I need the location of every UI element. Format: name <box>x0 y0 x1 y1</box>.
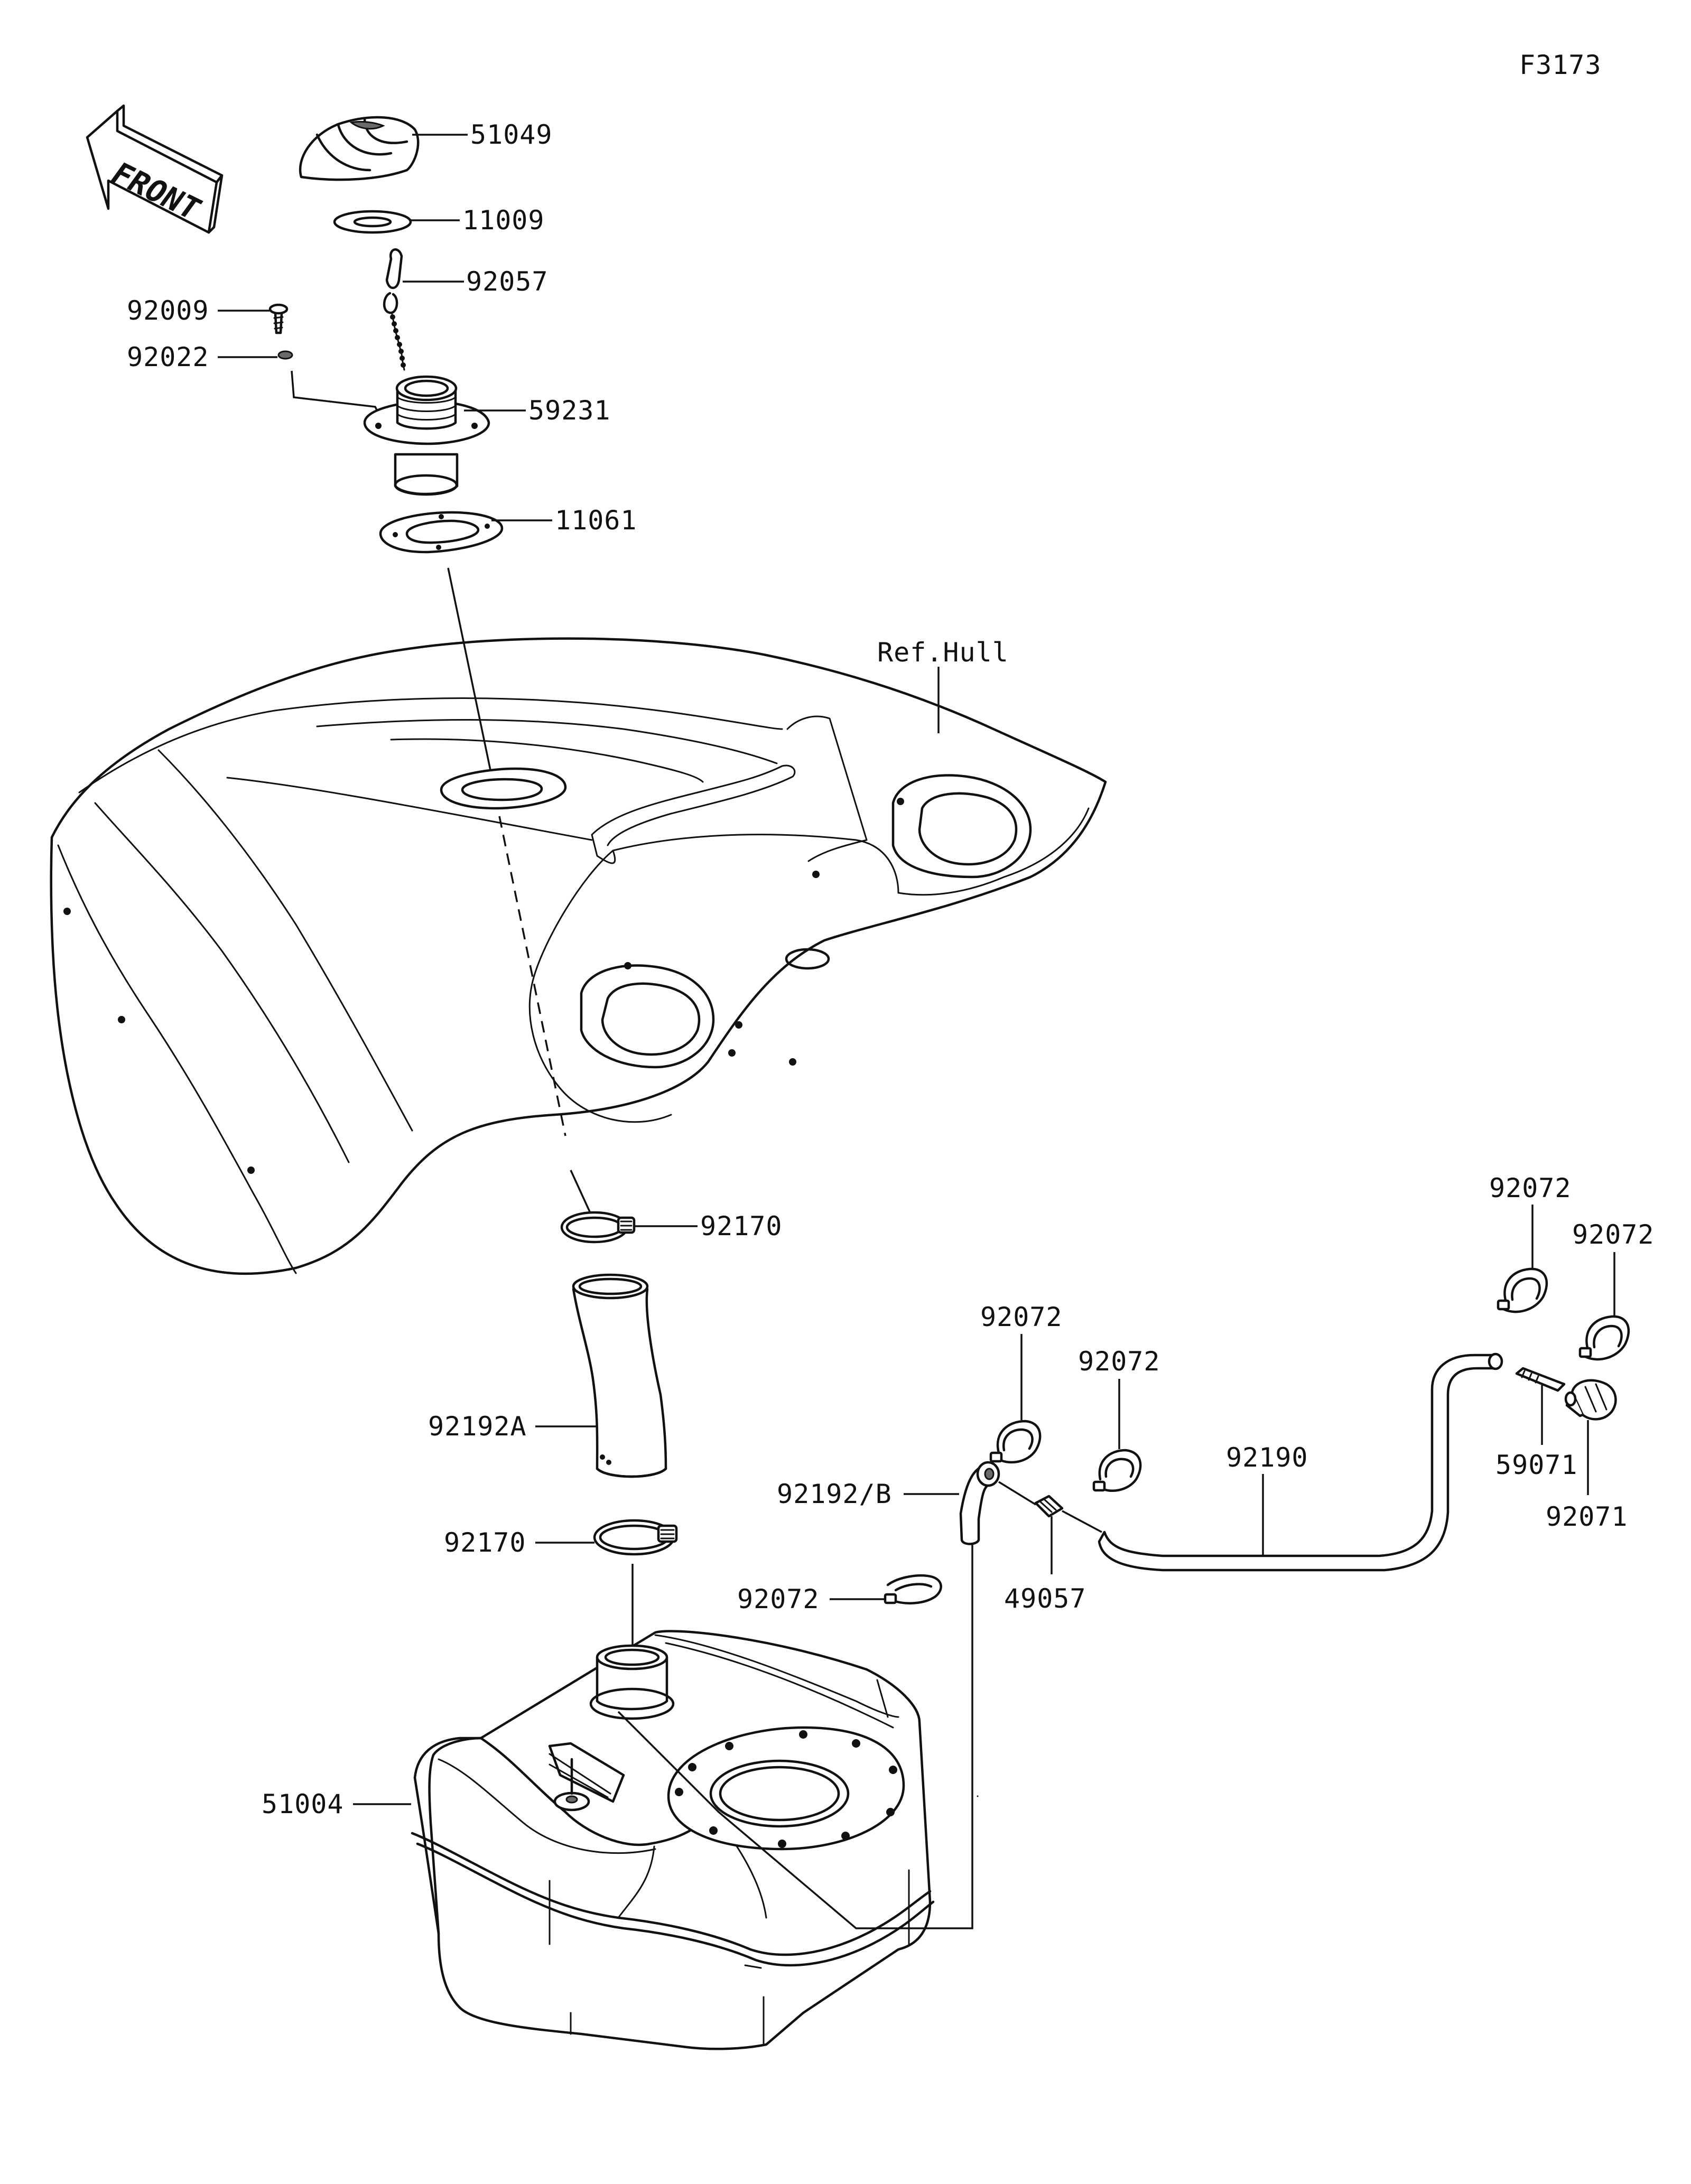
alignment-line-top <box>447 567 498 801</box>
leader-washer-to-neck <box>291 370 382 418</box>
front-arrow-icon: FRONT <box>86 104 224 234</box>
label-clip-right-top: 92072 <box>1489 1173 1572 1203</box>
label-vent-hose: 92190 <box>1226 1442 1308 1473</box>
alignment-line-dashed <box>498 816 566 1136</box>
label-filler-neck: 59231 <box>528 395 611 426</box>
label-check-valve: 49057 <box>1004 1583 1086 1614</box>
clip-92072-right-top <box>1497 1267 1548 1313</box>
check-valve-49057 <box>1034 1495 1064 1518</box>
clip-92072-right <box>1578 1315 1630 1361</box>
label-clamp-upper: 92170 <box>700 1211 783 1242</box>
label-cap-gasket: 11009 <box>462 205 545 236</box>
figure-id: F3173 <box>1519 50 1602 80</box>
leader-tank-inner <box>617 1543 973 1929</box>
label-clip-left: 92072 <box>980 1302 1063 1332</box>
fuel-tank-51004 <box>411 1630 979 2050</box>
cap-51049 <box>299 116 420 181</box>
vent-hose-92190 <box>1098 1352 1503 1572</box>
clip-92072-lower <box>884 1574 942 1604</box>
label-screw: 92009 <box>127 295 209 326</box>
label-clamp-lower: 92170 <box>444 1527 526 1558</box>
label-fitting: 59071 <box>1495 1450 1578 1480</box>
screw-92009 <box>268 303 289 334</box>
washer-92022 <box>277 350 293 360</box>
label-tether: 92057 <box>466 266 549 297</box>
gasket-11009 <box>333 210 412 234</box>
label-clip-mid: 92072 <box>1078 1346 1160 1377</box>
label-reference: Ref.Hull <box>877 637 1009 668</box>
tether-92057 <box>383 248 406 371</box>
elbow-hose-92192b <box>959 1461 1000 1545</box>
label-clip-lower: 92072 <box>737 1584 820 1614</box>
fitting-59071 <box>1515 1367 1566 1392</box>
gasket-11061 <box>379 511 504 554</box>
clamp-92170-upper <box>560 1211 636 1244</box>
vent-cap-92071 <box>1564 1379 1617 1421</box>
label-washer: 92022 <box>127 342 209 372</box>
leader-check-valve <box>998 1481 1053 1574</box>
label-clip-right: 92072 <box>1572 1219 1655 1250</box>
label-tank: 51004 <box>262 1789 344 1819</box>
clip-92072-mid <box>1092 1449 1142 1492</box>
clip-92072-left <box>989 1420 1042 1464</box>
alignment-line-bottom <box>570 1170 592 1215</box>
leader-valve-to-hose <box>1062 1510 1102 1533</box>
label-cap: 51049 <box>470 119 553 150</box>
label-neck-gasket: 11061 <box>555 505 637 536</box>
hull-reference <box>50 637 1107 1275</box>
filler-neck-59231 <box>363 375 490 496</box>
clamp-92170-lower <box>593 1519 678 1556</box>
label-elbow-hose: 92192/B <box>777 1479 892 1509</box>
filler-hose-92192a <box>572 1273 667 1478</box>
label-vent-cap: 92071 <box>1546 1501 1628 1532</box>
label-filler-hose: 92192A <box>428 1411 527 1442</box>
